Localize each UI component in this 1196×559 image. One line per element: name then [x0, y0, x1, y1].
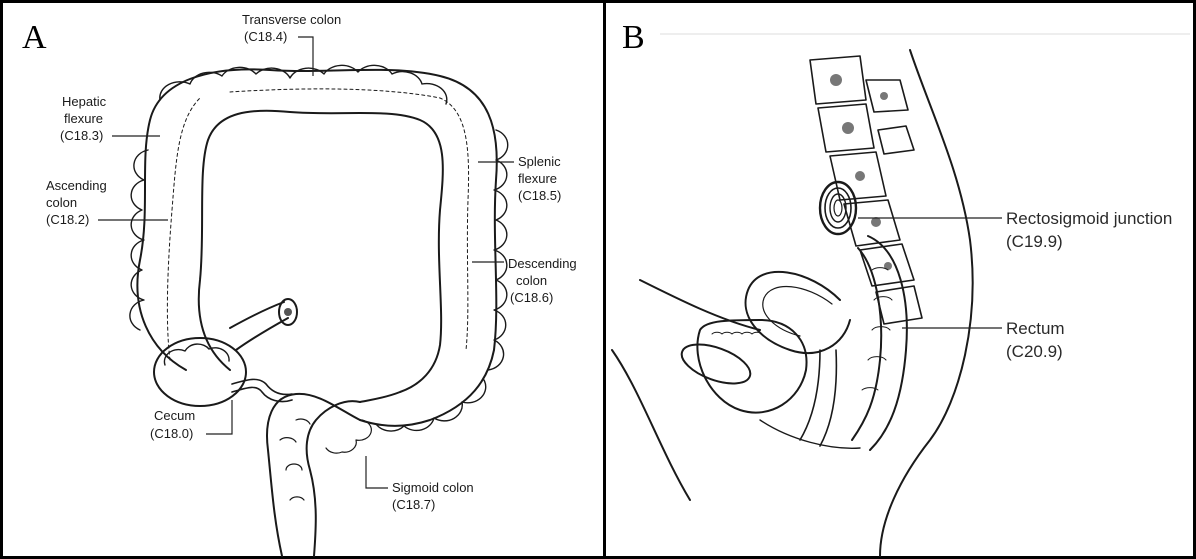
ileum-lumen	[284, 308, 292, 316]
svg-text:(C18.3): (C18.3)	[60, 128, 103, 143]
svg-text:Rectum: Rectum	[1006, 319, 1065, 338]
panel-a-letter: A	[22, 19, 47, 56]
svg-text:Descending: Descending	[508, 256, 577, 271]
svg-text:(C18.5): (C18.5)	[518, 188, 561, 203]
svg-text:Ascending: Ascending	[46, 178, 107, 193]
svg-text:Splenic: Splenic	[518, 154, 561, 169]
svg-text:flexure: flexure	[518, 171, 557, 186]
svg-text:colon: colon	[46, 195, 77, 210]
svg-text:(C18.6): (C18.6)	[510, 290, 553, 305]
svg-text:(C18.0): (C18.0)	[150, 426, 193, 441]
svg-text:(C18.7): (C18.7)	[392, 497, 435, 512]
svg-text:Transverse colon: Transverse colon	[242, 12, 341, 27]
svg-text:(C19.9): (C19.9)	[1006, 232, 1063, 251]
svg-text:(C20.9): (C20.9)	[1006, 342, 1063, 361]
svg-text:Hepatic: Hepatic	[62, 94, 107, 109]
panel-a-border	[2, 2, 605, 558]
svg-text:(C18.2): (C18.2)	[46, 212, 89, 227]
svg-text:(C18.4): (C18.4)	[244, 29, 287, 44]
svg-text:Sigmoid colon: Sigmoid colon	[392, 480, 474, 495]
panel-b-letter: B	[622, 19, 645, 56]
svg-text:Rectosigmoid junction: Rectosigmoid junction	[1006, 209, 1172, 228]
svg-text:Cecum: Cecum	[154, 408, 195, 423]
svg-text:flexure: flexure	[64, 111, 103, 126]
svg-text:colon: colon	[516, 273, 547, 288]
